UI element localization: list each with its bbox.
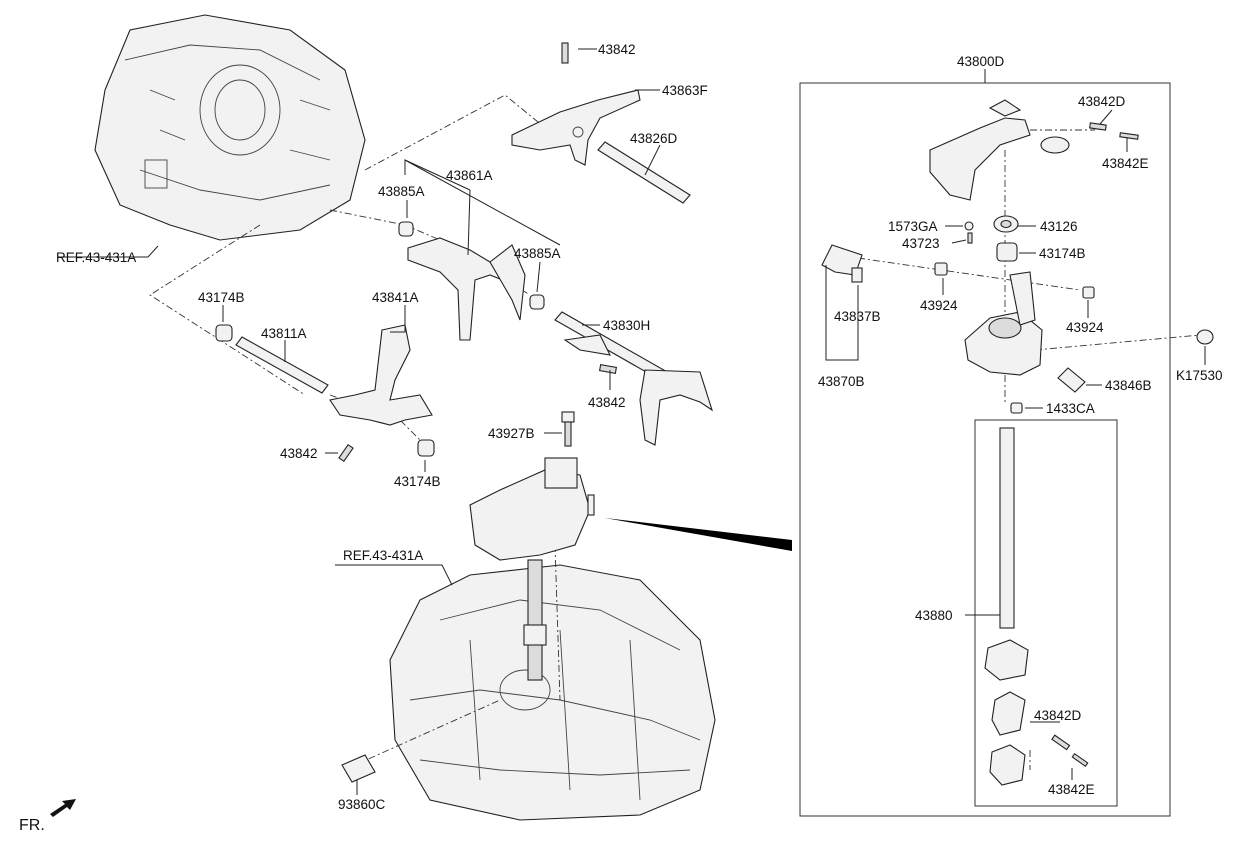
label-43885A-right: 43885A <box>514 246 561 261</box>
label-43842D-low: 43842D <box>1034 708 1082 723</box>
transmission-case-bottom <box>389 564 716 821</box>
label-43842D-top: 43842D <box>1078 94 1126 109</box>
shaft-43830H <box>554 311 713 446</box>
kit-inner-box <box>974 419 1118 807</box>
collar-43885A-right <box>529 294 545 310</box>
shift-lever-assembly <box>469 457 595 681</box>
label-43841A: 43841A <box>372 290 419 305</box>
plug-1433CA <box>1010 402 1023 414</box>
connector-wedge <box>605 518 792 551</box>
sensor-93860C <box>341 754 376 783</box>
label-43174B-low: 43174B <box>394 474 441 489</box>
lever-43800D-top <box>929 99 1070 201</box>
housing-assembly <box>964 271 1043 376</box>
collar-43174B-left <box>215 324 233 342</box>
leader-lines <box>58 48 1206 795</box>
label-1573GA: 1573GA <box>888 219 938 234</box>
label-43924-left: 43924 <box>920 298 958 313</box>
pin-43842E-low <box>1071 753 1089 767</box>
label-43861A: 43861A <box>446 168 493 183</box>
label-43846B: 43846B <box>1105 378 1152 393</box>
shaft-43826D <box>597 141 691 204</box>
bolt-43927B <box>561 411 575 447</box>
collar-43885A-left <box>398 221 414 237</box>
bracket-43837B <box>821 244 863 283</box>
label-43800D: 43800D <box>957 54 1005 69</box>
label-43723: 43723 <box>902 236 940 251</box>
pin-43842D-top <box>1089 122 1107 131</box>
pin-43842E-top <box>1119 132 1139 140</box>
pin-43842-low <box>338 443 354 463</box>
ball-1573GA <box>964 221 974 231</box>
label-43927B: 43927B <box>488 426 535 441</box>
label-43842-low: 43842 <box>280 446 318 461</box>
label-43870B: 43870B <box>818 374 865 389</box>
label-43842-top: 43842 <box>598 42 636 57</box>
label-43826D: 43826D <box>630 131 678 146</box>
label-ref-top: REF.43-431A <box>56 250 136 265</box>
sleeve-lower <box>989 744 1026 786</box>
bush-43924-left <box>934 262 948 276</box>
label-1433CA: 1433CA <box>1046 401 1095 416</box>
label-43174B-left: 43174B <box>198 290 245 305</box>
pin-43842-top <box>561 42 569 64</box>
sleeve-upper <box>984 639 1029 681</box>
label-43863F: 43863F <box>662 83 708 98</box>
bush-43924-right <box>1082 286 1095 299</box>
label-43924-right: 43924 <box>1066 320 1104 335</box>
label-43174B-kit: 43174B <box>1039 246 1086 261</box>
sleeve-middle <box>991 691 1026 736</box>
pin-43723 <box>967 232 973 244</box>
label-43880: 43880 <box>915 608 953 623</box>
label-43126: 43126 <box>1040 219 1078 234</box>
collar-43174B-low <box>417 439 435 457</box>
callout-labels: 43842 43863F 43826D 43861A 43885A 43885A… <box>19 42 1223 834</box>
label-43885A-left: 43885A <box>378 184 425 199</box>
transmission-case-top <box>94 14 366 241</box>
collar-43174B-kit <box>996 242 1018 262</box>
label-43830H: 43830H <box>603 318 650 333</box>
washer-43126 <box>993 215 1019 233</box>
label-fr: FR. <box>19 817 45 834</box>
kit-box-43800D <box>799 82 1171 817</box>
fork-43861A <box>407 237 526 341</box>
fork-43841A <box>329 324 433 426</box>
label-43842-mid: 43842 <box>588 395 626 410</box>
label-K17530: K17530 <box>1176 368 1223 383</box>
bracket-43863F <box>511 89 641 166</box>
label-43837B: 43837B <box>834 309 881 324</box>
rod-43880 <box>999 427 1015 629</box>
pin-43842-mid <box>598 364 618 374</box>
pin-43842D-low <box>1051 734 1071 751</box>
plunger-43846B <box>1057 367 1086 393</box>
front-arrow-icon <box>50 799 76 817</box>
shaft-43811A <box>235 336 329 394</box>
label-ref-bottom: REF.43-431A <box>343 548 423 563</box>
label-43811A: 43811A <box>261 326 307 341</box>
damper-K17530 <box>1196 329 1214 345</box>
label-93860C: 93860C <box>338 797 386 812</box>
label-43842E-low: 43842E <box>1048 782 1095 797</box>
label-43842E-top: 43842E <box>1102 156 1149 171</box>
